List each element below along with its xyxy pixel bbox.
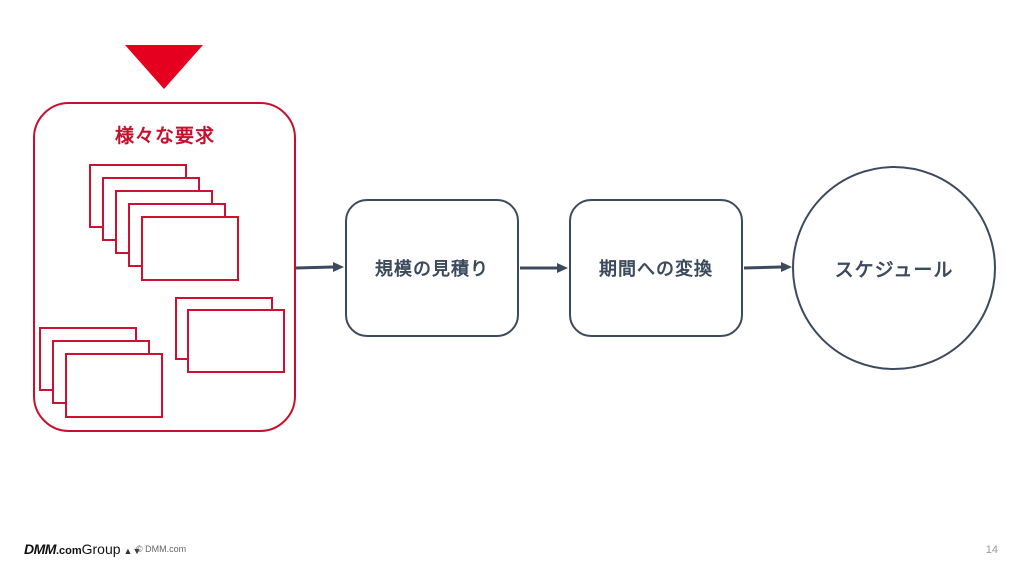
schedule-circle: スケジュール <box>792 166 996 370</box>
logo-com-text: .com <box>55 545 82 557</box>
request-card <box>65 353 163 418</box>
logo-group-text: Group <box>81 541 121 557</box>
copyright-text: © DMM.com <box>136 544 187 554</box>
dmm-group-logo: DMM.comGroup▲▼ <box>24 541 141 557</box>
convert-period-label: 期間への変換 <box>599 259 713 280</box>
logo-dmm-text: DMM <box>24 541 56 557</box>
arrow-requests-to-estimate <box>295 262 344 272</box>
schedule-label: スケジュール <box>834 258 954 281</box>
arrow-convert-to-schedule <box>743 262 792 272</box>
convert-period-box: 期間への変換 <box>569 199 743 337</box>
arrow-estimate-to-convert <box>520 263 568 273</box>
estimate-size-box: 規模の見積り <box>345 199 519 337</box>
estimate-size-label: 規模の見積り <box>375 259 489 280</box>
requests-title: 様々な要求 <box>114 125 215 147</box>
requests-container <box>33 102 296 432</box>
request-card <box>141 216 239 281</box>
pointer-triangle-icon <box>125 45 203 89</box>
page-number: 14 <box>985 544 998 556</box>
request-card <box>187 309 285 373</box>
logo-mark-icon: ▲▼ <box>123 546 142 556</box>
